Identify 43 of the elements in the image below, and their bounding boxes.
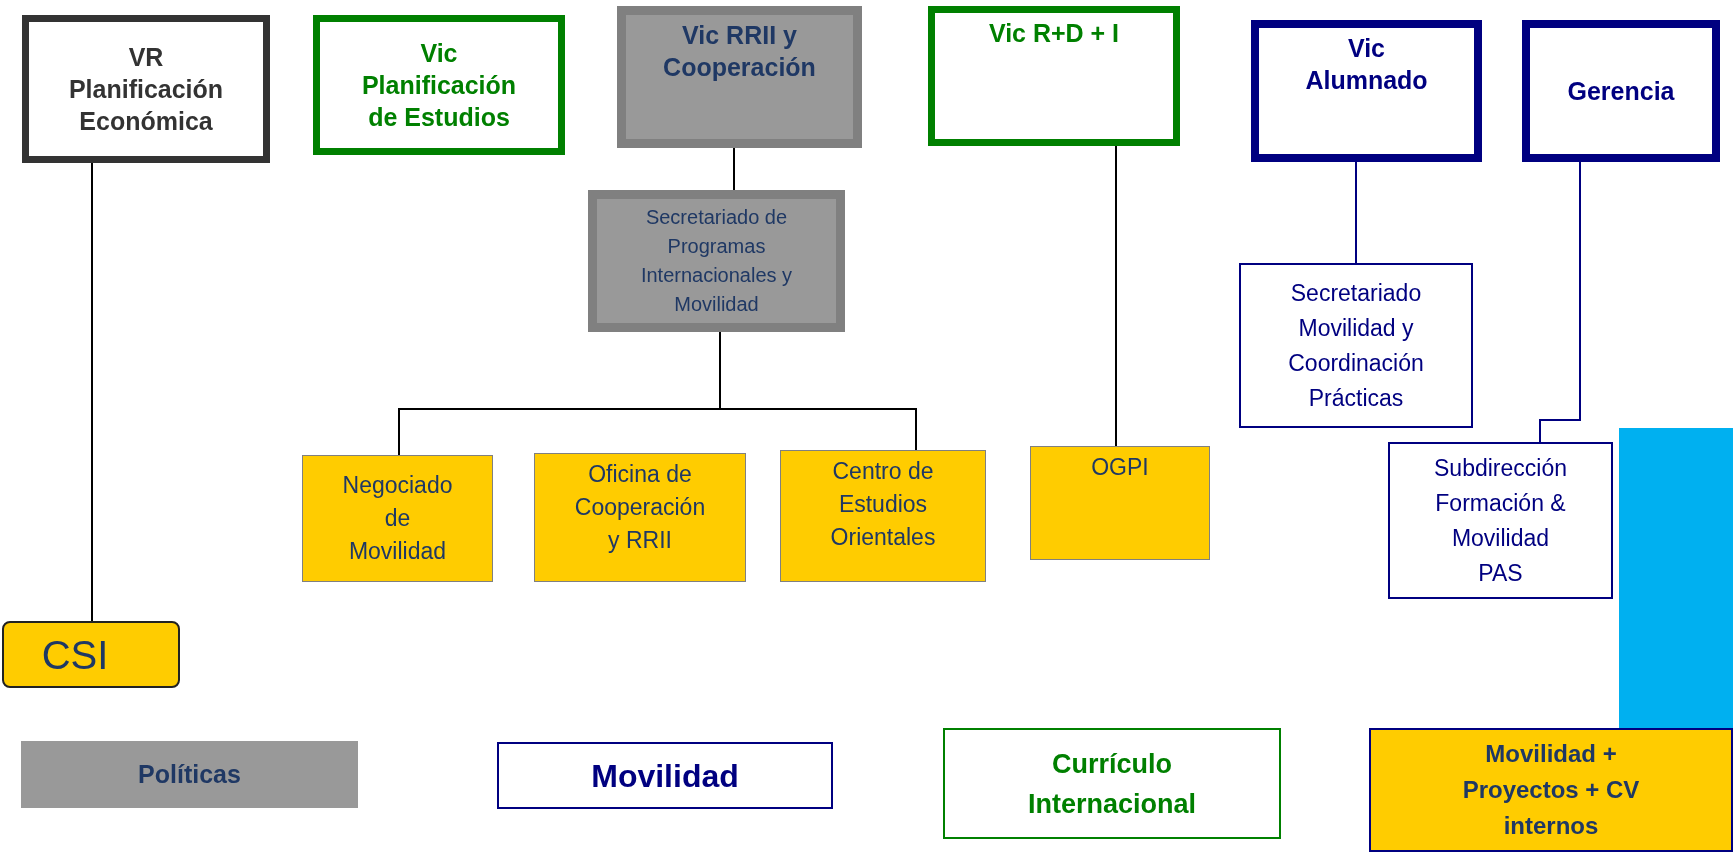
node-label: Vic R+D + I [987, 18, 1121, 49]
node-label: Vic Planificación de Estudios [360, 38, 518, 133]
node-label: CSI [41, 631, 109, 678]
unit-box [780, 450, 986, 582]
node-label: Secretariado de Programas Internacionales y Movilidad [639, 205, 794, 317]
node-label: Movilidad [591, 756, 739, 796]
org-box [1239, 263, 1473, 428]
org-box [928, 6, 1180, 146]
category-box [497, 742, 833, 809]
node-label: Negociado de Movilidad [341, 471, 454, 566]
unit-box [534, 453, 746, 582]
org-box [313, 15, 565, 155]
unit-box [2, 621, 180, 688]
connector-line [1539, 161, 1581, 443]
node-label: Políticas [138, 758, 241, 790]
connector-line [91, 162, 93, 622]
unit-box [302, 455, 493, 582]
category-box [943, 728, 1281, 839]
side-bar [1619, 428, 1733, 728]
node-label: Vic Alumnado [1304, 33, 1429, 96]
node-label: Vic RRII y Cooperación [662, 20, 817, 83]
org-box [1388, 442, 1613, 599]
connector-line [733, 147, 735, 191]
org-box [22, 15, 270, 163]
connector-line [719, 331, 917, 451]
node-label: Subdirección Formación & Movilidad PAS [1433, 453, 1568, 588]
node-label: VR Planificación Económica [67, 42, 225, 137]
node-label: Centro de Estudios Orientales [829, 457, 937, 552]
category-box [21, 741, 358, 808]
node-label: Movilidad + Proyectos + CV internos [1461, 739, 1641, 841]
node-label: Gerencia [1567, 76, 1675, 107]
category-box [1369, 728, 1733, 852]
node-label: Oficina de Cooperación y RRII [573, 460, 707, 555]
unit-box [1030, 446, 1210, 560]
connector-line [1355, 161, 1357, 264]
node-label: OGPI [1091, 453, 1149, 482]
org-box [588, 190, 845, 332]
node-label: Currículo Internacional [1026, 747, 1197, 821]
node-label: Secretariado Movilidad y Coordinación Prácticas [1287, 278, 1425, 413]
org-box [1251, 20, 1482, 162]
org-box [617, 6, 862, 148]
connector-line [1115, 145, 1117, 447]
org-box [1522, 20, 1720, 162]
